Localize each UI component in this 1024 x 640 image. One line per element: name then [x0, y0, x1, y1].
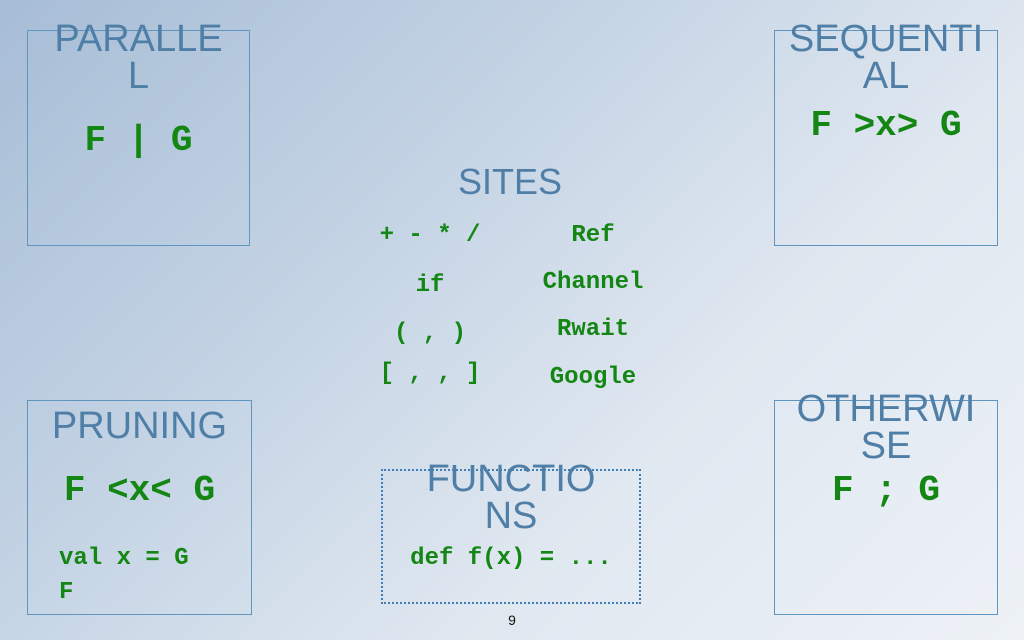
pruning-box: PRUNING F <x< G val x = G F — [27, 400, 252, 615]
sites-title: SITES — [457, 161, 563, 202]
sequential-title-line1: SEQUENTI — [788, 18, 984, 60]
parallel-box: PARALLE L F | G — [27, 20, 250, 246]
sites-rwait: Rwait — [556, 316, 629, 343]
pruning-title: PRUNING — [51, 405, 228, 447]
otherwise-code: F ; G — [831, 470, 941, 511]
sites-ref: Ref — [571, 222, 615, 249]
functions-box: FUNCTIO NS def f(x) = ... — [381, 460, 641, 604]
sites-op-arith: + - * / — [379, 222, 481, 249]
sequential-title-line2: AL — [862, 55, 910, 97]
sites-channel: Channel — [542, 269, 644, 296]
functions-title-line1: FUNCTIO — [426, 458, 596, 500]
parallel-title-line2: L — [127, 55, 150, 97]
pruning-example-line1: val x = G — [59, 545, 189, 572]
sites-google: Google — [549, 364, 637, 391]
otherwise-box: OTHERWI SE F ; G — [774, 390, 998, 615]
functions-code: def f(x) = ... — [410, 545, 612, 572]
sequential-box: SEQUENTI AL F >x> G — [774, 20, 998, 246]
otherwise-title-line2: SE — [860, 425, 912, 467]
sequential-code: F >x> G — [810, 105, 962, 146]
parallel-code: F | G — [84, 120, 193, 161]
parallel-title-line1: PARALLE — [54, 18, 223, 60]
sites-op-tuple: ( , ) — [393, 320, 466, 347]
pruning-code: F <x< G — [63, 470, 216, 511]
functions-title-line2: NS — [484, 495, 538, 537]
pruning-example-line2: F — [59, 579, 74, 606]
sites-op-list: [ , , ] — [379, 360, 481, 387]
otherwise-title-line1: OTHERWI — [796, 388, 976, 430]
sites-op-if: if — [415, 272, 445, 299]
page-number: 9 — [508, 612, 516, 628]
